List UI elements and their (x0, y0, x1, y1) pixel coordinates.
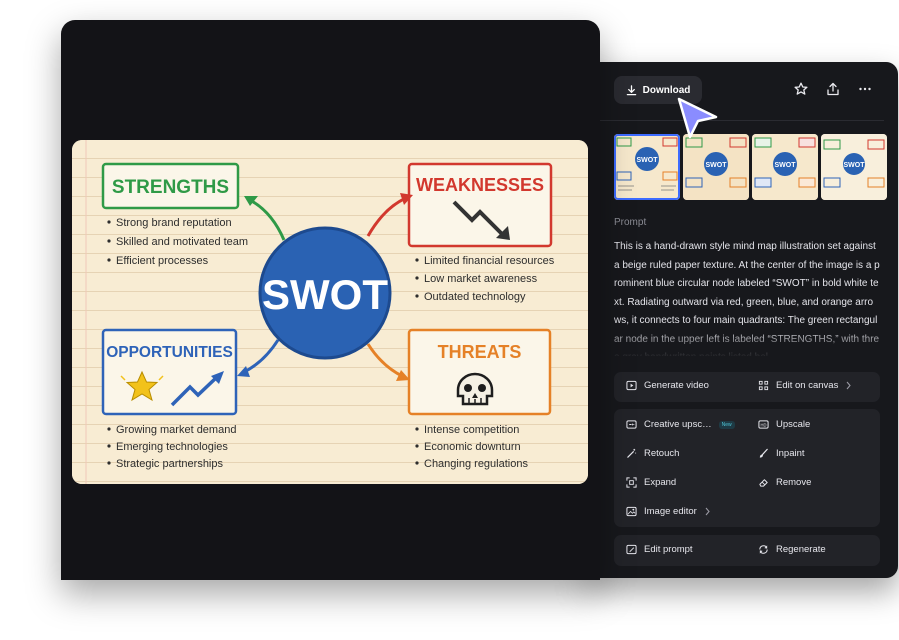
opportunities-item: Emerging technologies (116, 441, 228, 453)
edit-prompt-icon (626, 544, 637, 555)
upscale-icon: HD (758, 420, 769, 429)
thumbnail-image: SWOT (614, 134, 680, 200)
svg-text:HD: HD (761, 422, 767, 427)
swot-center-node (258, 226, 392, 360)
swot-image[interactable]: STRENGTHS Strong brand reputation Skille… (72, 140, 588, 484)
edit-prompt-button[interactable]: Edit prompt (626, 544, 693, 555)
arrow-green-icon (244, 196, 286, 241)
magic-wand-icon (627, 448, 637, 458)
thumbnail[interactable]: SWOT (821, 134, 887, 200)
favorite-button[interactable] (790, 78, 812, 100)
threats-item: Economic downturn (424, 441, 521, 453)
edit-on-canvas-button[interactable]: Edit on canvas (758, 380, 852, 391)
trend-down-icon (452, 200, 510, 240)
preview-panel: STRENGTHS Strong brand reputation Skille… (61, 20, 600, 580)
weaknesses-box (407, 162, 553, 248)
new-badge: New (718, 420, 735, 429)
chevron-right-icon (705, 507, 710, 516)
retouch-button[interactable]: Retouch (626, 448, 679, 459)
threats-box (407, 328, 552, 416)
brush-icon (759, 448, 768, 458)
share-button[interactable] (822, 78, 844, 100)
weaknesses-title: WEAKNESSES (416, 175, 544, 195)
chevron-right-icon (846, 381, 852, 390)
thumbnail-image: SWOT (821, 134, 887, 200)
more-icon (859, 87, 871, 91)
swot-illustration: STRENGTHS Strong brand reputation Skille… (72, 140, 588, 484)
svg-text:SWOT: SWOT (637, 157, 659, 164)
download-button[interactable]: Download (614, 76, 702, 104)
creative-upscale-icon (626, 420, 637, 429)
strengths-item: Efficient processes (116, 255, 209, 267)
arrow-red-icon (366, 193, 413, 237)
opportunities-item: Growing market demand (116, 424, 236, 436)
expand-button[interactable]: Expand (626, 477, 676, 488)
threats-item: Intense competition (424, 424, 519, 436)
trend-up-icon (170, 371, 224, 407)
arrow-orange-icon (366, 343, 410, 381)
weaknesses-item: Limited financial resources (424, 255, 555, 267)
threats-item: Changing regulations (424, 458, 528, 470)
upscale-button[interactable]: HD Upscale (758, 419, 810, 430)
generate-video-button[interactable]: Generate video (626, 380, 709, 391)
thumbnail-image: SWOT (752, 134, 818, 200)
threats-title: THREATS (438, 342, 522, 362)
canvas-icon (758, 380, 769, 391)
divider (600, 120, 884, 121)
weaknesses-item: Outdated technology (424, 291, 526, 303)
more-button[interactable] (854, 78, 876, 100)
inpaint-button[interactable]: Inpaint (758, 448, 805, 459)
expand-icon (626, 477, 637, 488)
creative-upscale-button[interactable]: Creative upsc… New (626, 419, 735, 430)
swot-center-label: SWOT (262, 271, 388, 318)
download-label: Download (642, 84, 691, 96)
share-icon (827, 82, 839, 96)
strengths-title: STRENGTHS (112, 177, 229, 198)
star-icon (794, 82, 808, 95)
weaknesses-item: Low market awareness (424, 273, 538, 285)
image-editor-icon (626, 506, 637, 517)
star-icon (120, 370, 164, 402)
image-editor-button[interactable]: Image editor (626, 506, 711, 517)
strengths-item: Strong brand reputation (116, 217, 232, 229)
eraser-icon (759, 479, 768, 487)
thumbnail[interactable]: SWOT (683, 134, 749, 200)
cursor-pointer-icon (677, 97, 718, 139)
thumbnail[interactable]: SWOT (614, 134, 680, 200)
prompt-fade (614, 328, 880, 358)
edit-tools-card: Creative upsc… New HD Upscale Retouch In… (614, 409, 880, 527)
video-actions-card: Generate video Edit on canvas (614, 372, 880, 402)
skull-icon (456, 372, 494, 406)
remove-button[interactable]: Remove (758, 477, 811, 488)
svg-text:SWOT: SWOT (775, 162, 797, 169)
svg-text:SWOT: SWOT (844, 162, 866, 169)
arrow-blue-icon (237, 339, 280, 377)
opportunities-title: OPPORTUNITIES (106, 344, 233, 361)
strengths-item: Skilled and motivated team (116, 236, 248, 248)
opportunities-item: Strategic partnerships (116, 458, 223, 470)
svg-text:SWOT: SWOT (706, 162, 728, 169)
regenerate-button[interactable]: Regenerate (758, 544, 826, 555)
play-icon (626, 380, 637, 391)
prompt-actions-card: Edit prompt Regenerate (614, 535, 880, 566)
details-panel: Download SWOT SWOT (586, 62, 898, 578)
prompt-label: Prompt (614, 217, 647, 228)
refresh-icon (759, 545, 768, 554)
opportunities-box (101, 328, 238, 416)
download-icon (626, 84, 636, 95)
thumbnail[interactable]: SWOT (752, 134, 818, 200)
strengths-box (101, 162, 240, 210)
thumbnail-image: SWOT (683, 134, 749, 200)
